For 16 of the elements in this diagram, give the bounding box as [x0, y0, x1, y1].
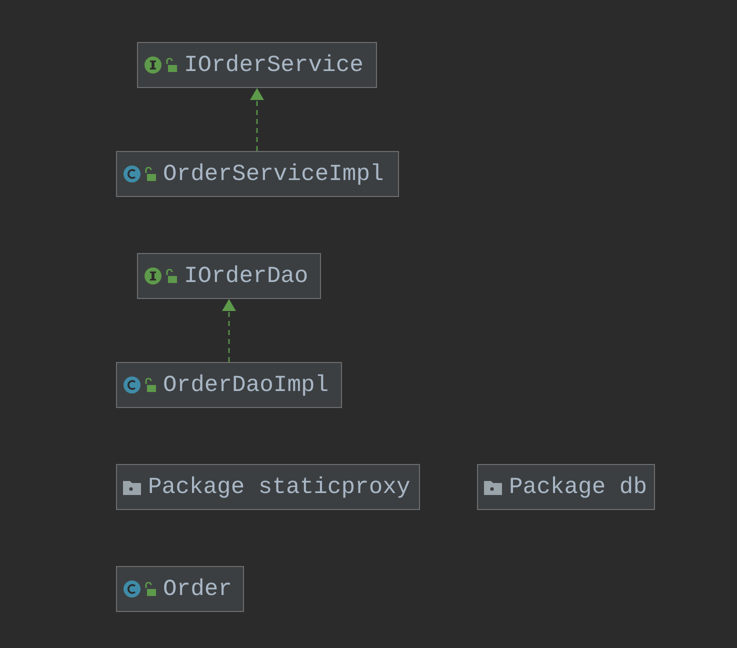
class-box: [116, 566, 244, 612]
class-box: [137, 42, 377, 88]
package-box: [116, 464, 420, 510]
class-name: IOrderService: [184, 52, 364, 78]
class-name: Package db: [509, 474, 648, 500]
realization-arrow: [222, 299, 236, 362]
class-box: [116, 151, 399, 197]
class-box: [137, 253, 321, 299]
class-name: OrderDaoImpl: [163, 372, 329, 398]
class-name: OrderServiceImpl: [163, 161, 384, 187]
class-name: IOrderDao: [184, 263, 308, 289]
class-name: Package staticproxy: [148, 474, 410, 500]
class-box: [116, 362, 342, 408]
package-box: [477, 464, 655, 510]
class-name: Order: [163, 576, 232, 602]
realization-arrow: [250, 88, 264, 151]
